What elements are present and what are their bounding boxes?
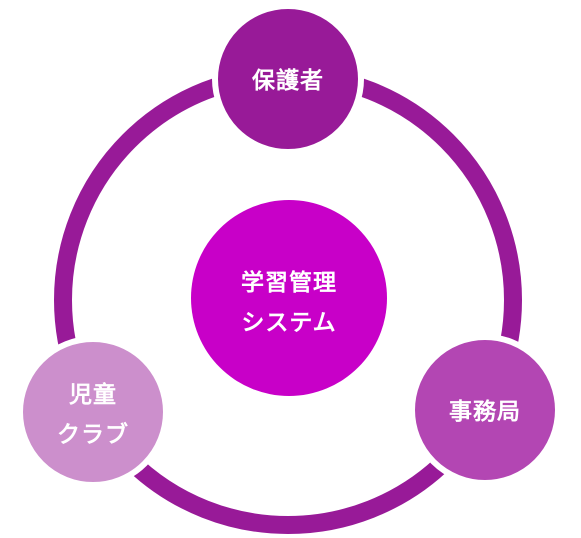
node-right: 事務局 [409, 334, 561, 486]
node-top-label: 保護者 [251, 67, 324, 94]
node-top-circle [212, 3, 364, 155]
center-node-label-line1: 学習管理 [241, 269, 337, 296]
center-node-label-line2: システム [241, 310, 336, 336]
node-left-circle [17, 336, 169, 488]
node-left: 児童 クラブ [17, 336, 169, 488]
node-left-label-line2: クラブ [57, 421, 129, 448]
center-node: 学習管理 システム [191, 200, 387, 396]
node-right-circle [409, 334, 561, 486]
node-right-label: 事務局 [449, 398, 521, 425]
node-top: 保護者 [212, 3, 364, 155]
center-node-circle [191, 200, 387, 396]
node-left-label-line1: 児童 [68, 381, 117, 408]
